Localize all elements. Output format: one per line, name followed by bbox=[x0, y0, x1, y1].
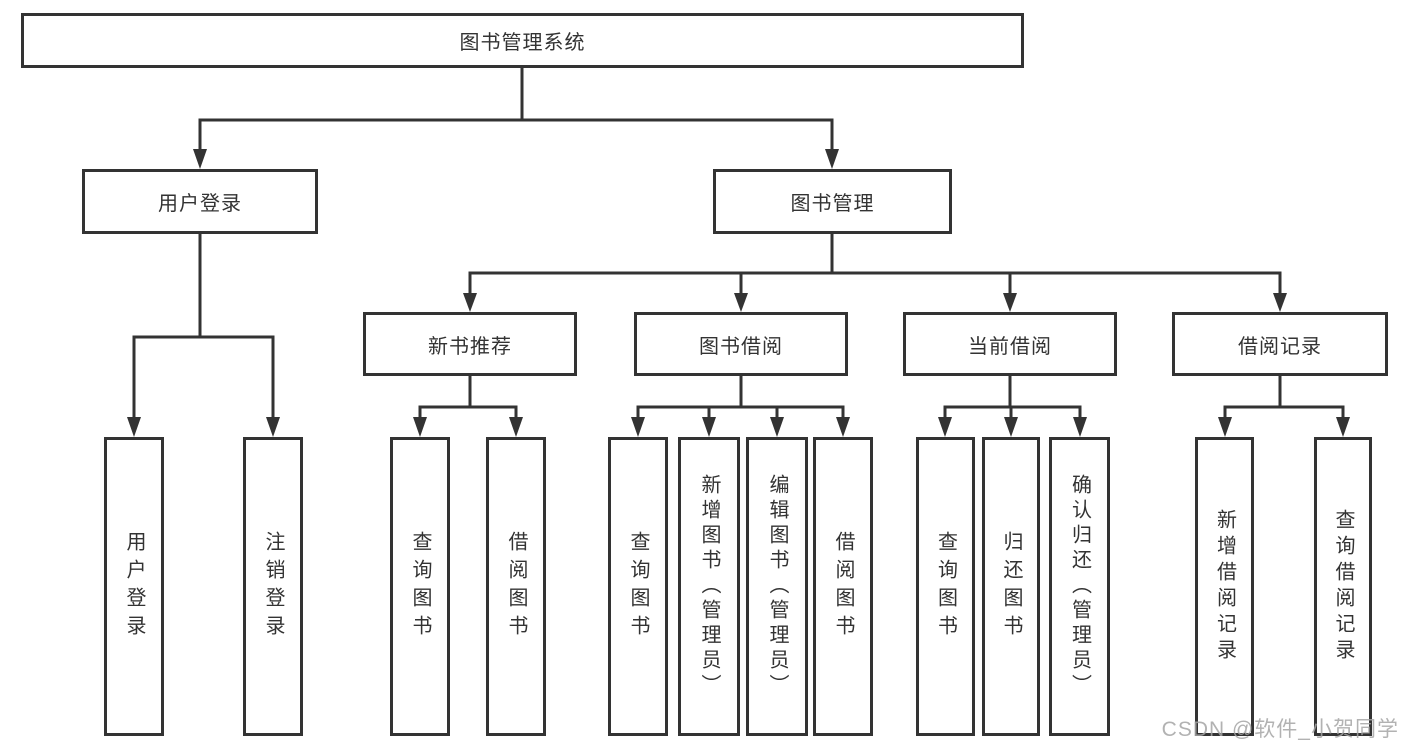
csdn-watermark: CSDN @软件_小贺同学 bbox=[1161, 718, 1399, 741]
node-leaf-newbook-query: 查询图书 bbox=[390, 437, 450, 736]
node-leaf-current-return-label: 归还图书 bbox=[1000, 530, 1022, 643]
node-current-borrow: 当前借阅 bbox=[903, 312, 1117, 376]
node-leaf-logout-label: 注销登录 bbox=[262, 530, 284, 643]
node-leaf-record-add: 新增借阅记录 bbox=[1195, 437, 1254, 736]
edges-user-login-children bbox=[127, 232, 280, 437]
node-book-mgmt: 图书管理 bbox=[713, 169, 952, 234]
node-leaf-newbook-borrow: 借阅图书 bbox=[486, 437, 546, 736]
node-leaf-current-confirm-label: 确认归还（管理员） bbox=[1068, 474, 1091, 699]
node-leaf-user-login: 用户登录 bbox=[104, 437, 164, 736]
node-leaf-borrow-query-label: 查询图书 bbox=[627, 530, 649, 643]
node-new-book-label: 新书推荐 bbox=[428, 335, 512, 358]
node-leaf-borrow-book-label: 借阅图书 bbox=[832, 530, 854, 643]
node-leaf-newbook-borrow-label: 借阅图书 bbox=[505, 530, 527, 643]
node-book-borrow-label: 图书借阅 bbox=[699, 335, 783, 358]
node-leaf-record-query-label: 查询借阅记录 bbox=[1332, 508, 1354, 665]
node-root-label: 图书管理系统 bbox=[459, 32, 586, 54]
node-leaf-newbook-query-label: 查询图书 bbox=[409, 530, 431, 643]
node-leaf-record-add-label: 新增借阅记录 bbox=[1213, 508, 1236, 665]
node-leaf-borrow-edit-label: 编辑图书（管理员） bbox=[766, 474, 788, 699]
edges-root-to-level2 bbox=[193, 66, 839, 169]
node-leaf-user-login-label: 用户登录 bbox=[123, 530, 145, 643]
node-borrow-record-label: 借阅记录 bbox=[1238, 335, 1322, 358]
node-leaf-borrow-book: 借阅图书 bbox=[813, 437, 873, 736]
node-leaf-record-query: 查询借阅记录 bbox=[1314, 437, 1372, 736]
edges-current-borrow-children bbox=[938, 374, 1087, 437]
node-new-book: 新书推荐 bbox=[363, 312, 577, 376]
edges-new-book-children bbox=[413, 374, 523, 437]
node-leaf-current-confirm: 确认归还（管理员） bbox=[1049, 437, 1110, 736]
node-leaf-borrow-edit: 编辑图书（管理员） bbox=[746, 437, 808, 736]
node-leaf-borrow-add: 新增图书（管理员） bbox=[678, 437, 740, 736]
node-leaf-borrow-query: 查询图书 bbox=[608, 437, 668, 736]
node-root: 图书管理系统 bbox=[21, 13, 1024, 68]
node-user-login: 用户登录 bbox=[82, 169, 318, 234]
node-book-mgmt-label: 图书管理 bbox=[790, 193, 875, 215]
node-leaf-current-return: 归还图书 bbox=[982, 437, 1040, 736]
node-leaf-borrow-add-label: 新增图书（管理员） bbox=[698, 474, 720, 699]
node-book-borrow: 图书借阅 bbox=[634, 312, 848, 376]
node-leaf-current-query-label: 查询图书 bbox=[934, 530, 957, 643]
node-leaf-logout: 注销登录 bbox=[243, 437, 303, 736]
node-borrow-record: 借阅记录 bbox=[1172, 312, 1388, 376]
edges-borrow-record-children bbox=[1218, 374, 1350, 437]
node-leaf-current-query: 查询图书 bbox=[916, 437, 975, 736]
node-current-borrow-label: 当前借阅 bbox=[968, 335, 1052, 358]
edges-book-borrow-children bbox=[631, 374, 850, 437]
node-user-login-label: 用户登录 bbox=[158, 193, 242, 215]
edges-book-mgmt-to-level3 bbox=[463, 232, 1287, 312]
